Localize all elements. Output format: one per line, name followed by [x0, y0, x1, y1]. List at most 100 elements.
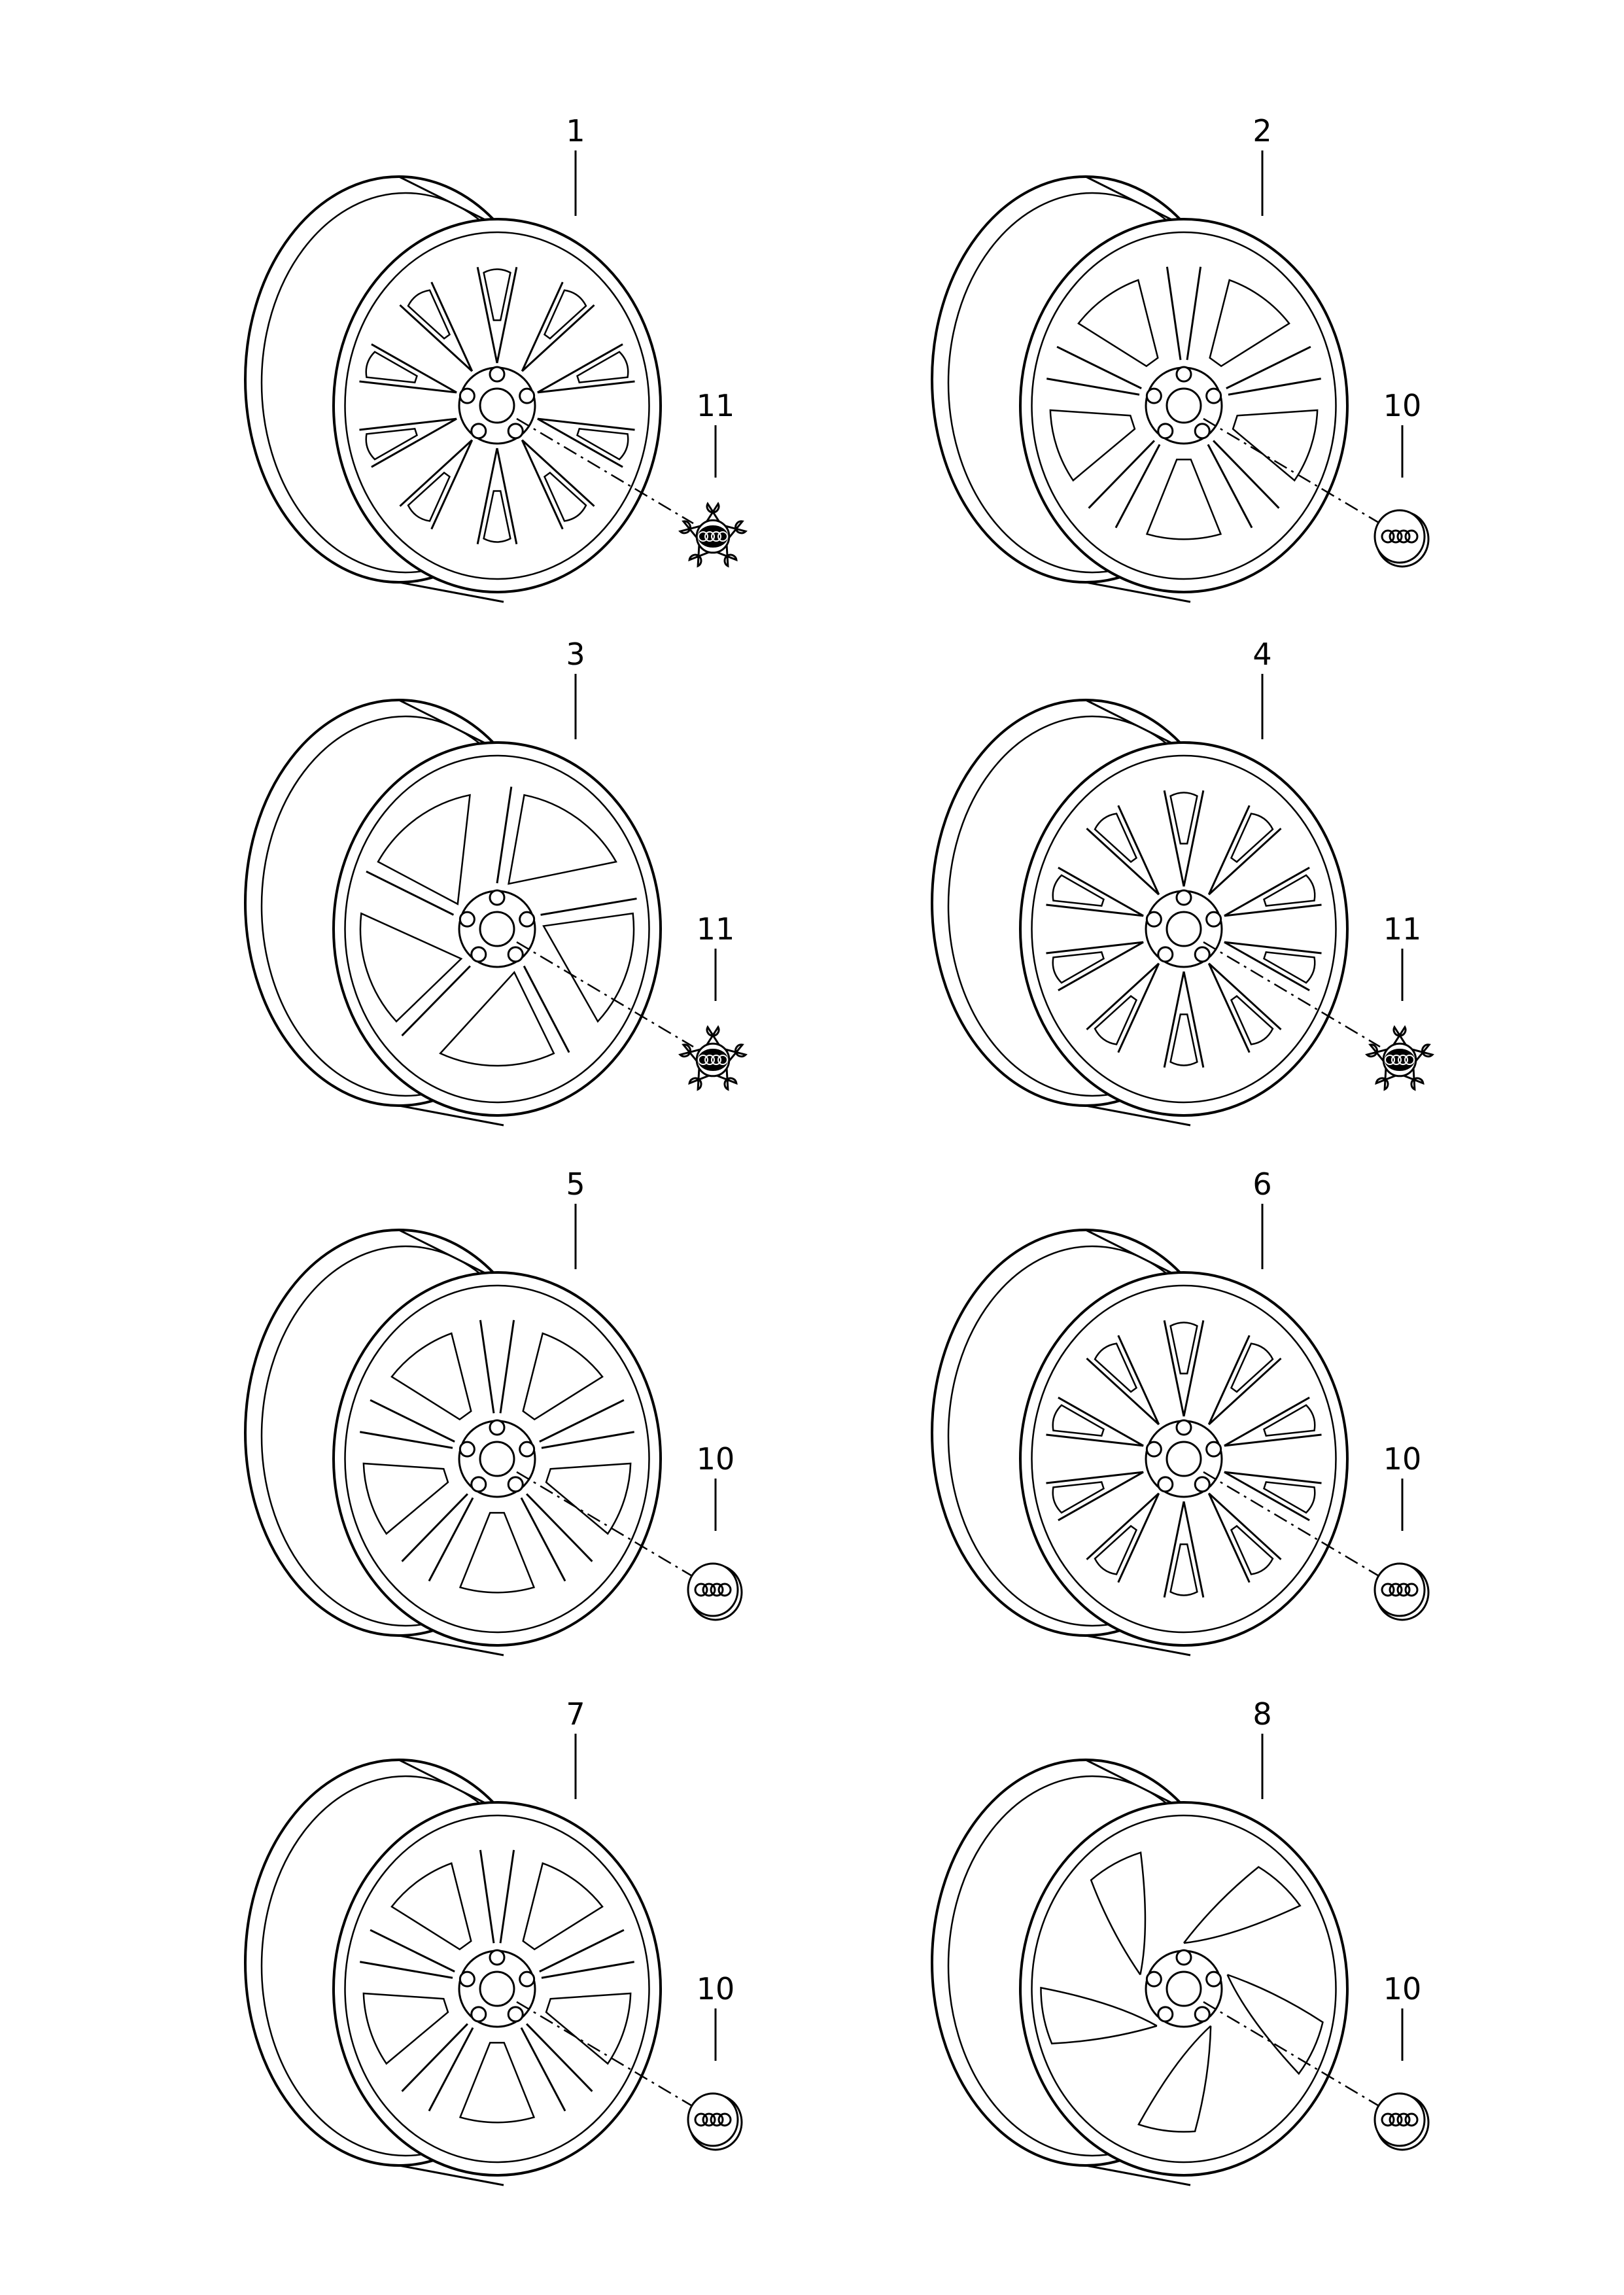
cap-logo-plate — [1385, 1049, 1415, 1071]
callout-label: 11 — [1383, 911, 1422, 947]
bolt-hole — [1175, 1419, 1192, 1436]
barrel-line — [1085, 1104, 1191, 1127]
spoke-window — [483, 268, 511, 321]
cap-body — [1373, 1562, 1426, 1617]
spoke-window — [1049, 409, 1136, 482]
spoke-window — [542, 912, 635, 1023]
rings-logo-icon — [711, 1055, 721, 1065]
rim-front-inner — [1031, 231, 1337, 580]
spoke-line — [428, 1497, 474, 1582]
assembly-axis — [516, 2001, 694, 2108]
spoke-line — [1224, 1471, 1322, 1522]
rings-logo-icon — [702, 2112, 716, 2127]
bolt-hole — [1157, 1476, 1174, 1493]
rings-logo-icon — [1381, 2112, 1395, 2127]
callout-label: 10 — [1383, 1971, 1422, 2006]
spoke-window — [1052, 1404, 1105, 1437]
bolt-hole — [470, 946, 487, 963]
spoke-window — [1145, 459, 1222, 540]
spoke-window — [458, 2042, 536, 2124]
bolt-hole — [1205, 387, 1222, 404]
wheel-group-6: 610 — [931, 1166, 1430, 1656]
center-bore — [479, 1971, 515, 2007]
spoke-window — [390, 1862, 472, 1951]
bolt-hole — [1205, 1971, 1222, 1988]
rings-logo-icon — [1385, 1055, 1395, 1065]
rim-front-inner — [1031, 754, 1337, 1104]
bolt-hole — [1194, 946, 1211, 963]
center-bore — [1166, 387, 1202, 424]
barrel-line — [398, 1634, 504, 1656]
barrel-line — [1085, 2164, 1191, 2186]
bolt-hole — [507, 1476, 524, 1493]
spoke-line — [1213, 440, 1280, 509]
spoke-window — [377, 794, 471, 905]
spoke-line — [1224, 866, 1322, 917]
spoke-line — [359, 417, 457, 468]
callout-label: 6 — [1253, 1166, 1271, 1202]
spoke-line — [366, 870, 455, 916]
spoke-line — [370, 1929, 455, 1972]
bolt-hole — [458, 911, 475, 928]
spoke-window — [359, 912, 463, 1023]
spoke-line — [1056, 345, 1142, 389]
rings-logo-icon — [1404, 529, 1419, 544]
spoke-window — [545, 1462, 632, 1535]
bolt-hole — [489, 889, 506, 906]
rings-logo-icon — [1389, 2112, 1403, 2127]
bolt-hole — [1145, 1441, 1162, 1458]
assembly-axis — [1203, 941, 1381, 1048]
wheel-group-8: 8 10 — [931, 1696, 1430, 2186]
bolt-hole — [1175, 1949, 1192, 1966]
spoke-window — [576, 351, 629, 383]
bolt-hole — [1175, 366, 1192, 383]
bolt-hole — [1194, 1476, 1211, 1493]
spoke-line — [401, 1493, 468, 1562]
callout-label: 3 — [566, 637, 585, 672]
spoke-line — [526, 1493, 593, 1562]
bolt-hole — [1175, 889, 1192, 906]
rings-logo-icon — [694, 2112, 708, 2127]
callout-label: 10 — [697, 1971, 735, 2006]
barrel-line — [398, 1104, 504, 1127]
callout-label: 8 — [1253, 1696, 1271, 1732]
bolt-hole — [470, 423, 487, 440]
bolt-hole — [489, 1949, 506, 1966]
spoke-window — [1077, 279, 1159, 368]
bolt-hole — [489, 1419, 506, 1436]
spoke-line — [1114, 444, 1161, 529]
spoke-line — [541, 1431, 634, 1449]
spoke-line — [1228, 377, 1321, 396]
wheel-group-7: 710 — [244, 1696, 743, 2186]
spoke-window — [1263, 951, 1316, 984]
spoke-line — [520, 2027, 566, 2112]
spoke-line — [496, 786, 513, 884]
spoke-line — [541, 1961, 634, 1979]
spoke-window — [1230, 813, 1274, 864]
assembly-axis — [1203, 2001, 1381, 2108]
cap-arm — [678, 501, 748, 568]
callout-label: 5 — [566, 1166, 585, 1202]
spoke-window — [365, 428, 418, 461]
rings-logo-icon — [717, 1583, 732, 1597]
bolt-hole — [470, 1476, 487, 1493]
assembly-axis — [516, 1471, 694, 1578]
spoke-line — [476, 447, 518, 544]
rings-logo-icon — [1389, 1583, 1403, 1597]
rings-logo-icon — [1396, 2112, 1411, 2127]
spoke-line — [1166, 266, 1182, 360]
spoke-line — [1046, 866, 1144, 917]
spoke-window — [390, 1332, 472, 1421]
spoke-window — [1094, 1342, 1138, 1393]
rim-front-inner — [344, 1814, 650, 2164]
center-bore — [1166, 1441, 1202, 1477]
callout-label: 11 — [697, 911, 735, 947]
spoke-line — [1088, 440, 1155, 509]
spoke-line — [401, 2023, 468, 2092]
bolt-hole — [519, 1971, 536, 1988]
spoke-line — [479, 1849, 495, 1944]
spoke-line — [479, 1320, 495, 1414]
bolt-hole — [1157, 423, 1174, 440]
rings-logo-icon — [1404, 1583, 1419, 1597]
assembly-axis — [1203, 1471, 1381, 1578]
